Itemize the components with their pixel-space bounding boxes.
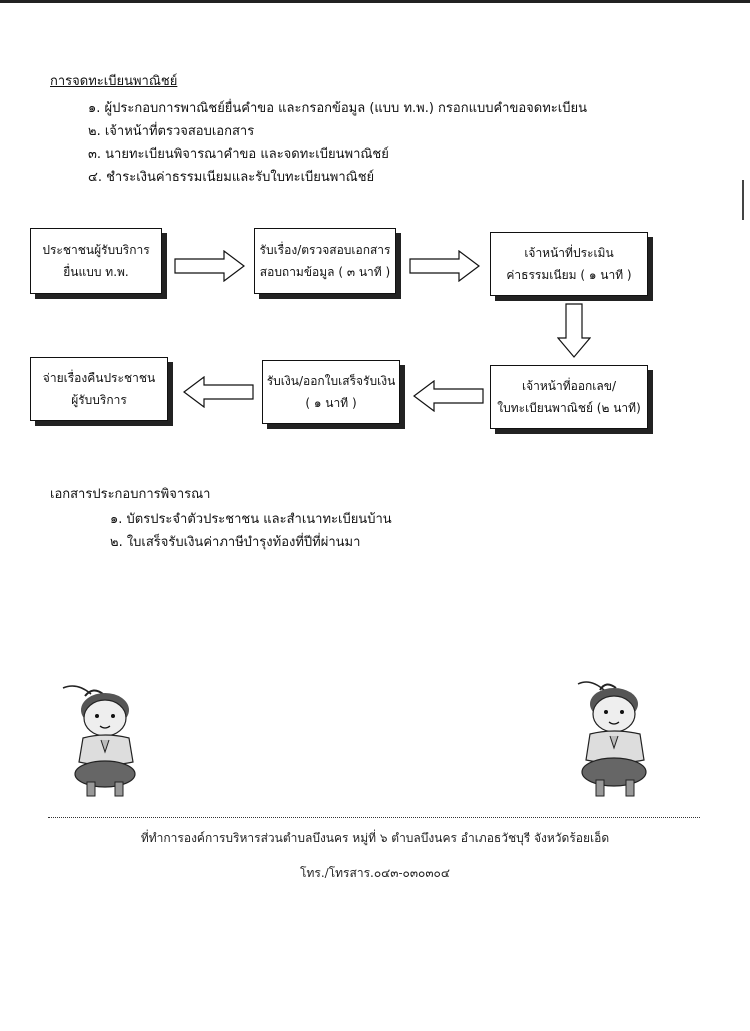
flow-box-issue: เจ้าหน้าที่ออกเลข/ ใบทะเบียนพาณิชย์ (๒ น… <box>490 365 648 429</box>
flow-box-assess-line2: ค่าธรรมเนียม ( ๑ นาที ) <box>506 268 632 282</box>
flow-box-payment: รับเงิน/ออกใบเสร็จรับเงิน ( ๑ นาที ) <box>262 360 400 424</box>
step-4: ๔. ชำระเงินค่าธรรมเนียมและรับใบทะเบียนพา… <box>88 170 375 185</box>
flow-box-return-line2: ผู้รับบริการ <box>71 393 127 407</box>
flow-box-receive-line1: รับเรื่อง/ตรวจสอบเอกสาร <box>259 243 391 257</box>
document-item-1: ๑. บัตรประจำตัวประชาชน และสำเนาทะเบียนบ้… <box>110 512 392 527</box>
flow-box-assess-line1: เจ้าหน้าที่ประเมิน <box>524 246 614 260</box>
arrow-right-icon <box>174 250 245 282</box>
flow-box-receive-line2: สอบถามข้อมูล ( ๓ นาที ) <box>259 265 391 279</box>
arrow-left-icon <box>183 376 254 408</box>
flow-box-issue-line2: ใบทะเบียนพาณิชย์ (๒ นาที) <box>497 401 641 415</box>
scan-edge-mark <box>742 180 744 220</box>
flow-box-applicant-line2: ยื่นแบบ ท.พ. <box>63 265 129 279</box>
flow-box-assess: เจ้าหน้าที่ประเมิน ค่าธรรมเนียม ( ๑ นาที… <box>490 232 648 296</box>
footer-divider <box>48 817 700 818</box>
flow-box-receive: รับเรื่อง/ตรวจสอบเอกสาร สอบถามข้อมูล ( ๓… <box>254 228 396 294</box>
greeting-child-figure-left <box>62 685 136 797</box>
footer-address: ที่ทำการองค์การบริหารส่วนตำบลบึงนคร หมู่… <box>140 831 610 845</box>
step-3: ๓. นายทะเบียนพิจารณาคำขอ และจดทะเบียนพาณ… <box>88 147 389 162</box>
documents-title: เอกสารประกอบการพิจารณา <box>50 487 211 502</box>
arrow-down-icon <box>557 303 591 358</box>
step-1: ๑. ผู้ประกอบการพาณิชย์ยื่นคำขอ และกรอกข้… <box>88 101 587 116</box>
flow-box-return-line1: จ่ายเรื่องคืนประชาชน <box>42 371 156 385</box>
arrow-left-icon <box>413 380 484 412</box>
greeting-child-figure-right <box>577 681 647 797</box>
flow-box-return: จ่ายเรื่องคืนประชาชน ผู้รับบริการ <box>30 357 168 421</box>
step-2: ๒. เจ้าหน้าที่ตรวจสอบเอกสาร <box>88 124 255 139</box>
flow-box-applicant: ประชาชนผู้รับบริการ ยื่นแบบ ท.พ. <box>30 228 162 294</box>
flow-box-payment-line2: ( ๑ นาที ) <box>305 396 357 410</box>
top-border-line <box>0 0 750 3</box>
section-title: การจดทะเบียนพาณิชย์ <box>50 74 178 89</box>
document-item-2: ๒. ใบเสร็จรับเงินค่าภาษีบำรุงท้องที่ปีที… <box>110 535 361 550</box>
footer-phone: โทร./โทรสาร.๐๔๓-๐๓๐๓๐๔ <box>300 866 450 880</box>
flow-box-payment-line1: รับเงิน/ออกใบเสร็จรับเงิน <box>266 374 396 388</box>
arrow-right-icon <box>409 250 480 282</box>
flow-box-issue-line1: เจ้าหน้าที่ออกเลข/ <box>521 379 616 393</box>
flow-box-applicant-line1: ประชาชนผู้รับบริการ <box>42 243 150 257</box>
